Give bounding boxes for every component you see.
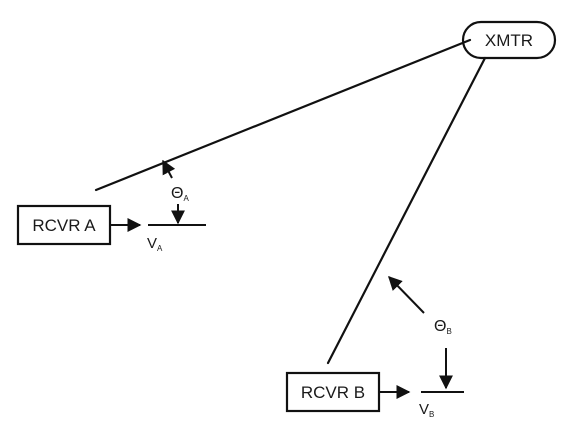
- receiver-b-label: RCVR B: [301, 383, 365, 402]
- receiver-a-voltage-label: VA: [147, 235, 163, 253]
- signal-path-b: [326, 56, 487, 365]
- receiver-a-angle-up-arrow: [162, 159, 176, 179]
- receiver-a-box: [16, 204, 112, 246]
- receiver-a-label: RCVR A: [32, 216, 96, 235]
- receiver-b-node: RCVR B: [285, 371, 381, 413]
- transmitter-node: XMTR: [461, 20, 557, 60]
- receiver-b-angle-label: ΘB: [434, 318, 452, 336]
- receiver-a-node: RCVR A: [16, 204, 112, 246]
- transmitter-label: XMTR: [485, 31, 533, 50]
- receiver-b-voltage-label: VB: [419, 401, 434, 419]
- receiver-b-angle-up-arrow: [388, 275, 425, 314]
- signal-path-a: [94, 38, 472, 192]
- transmitter-box: [461, 20, 557, 60]
- receiver-a-angle-label: ΘA: [171, 185, 189, 203]
